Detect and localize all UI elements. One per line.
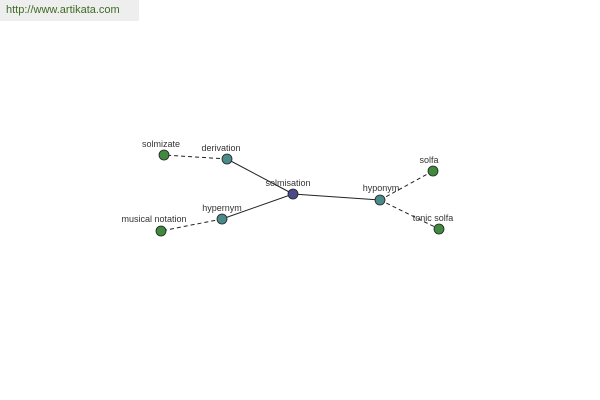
node-label-solmisation[interactable]: solmisation — [265, 178, 310, 188]
node-musical-notation[interactable] — [155, 225, 167, 237]
node-label-derivation[interactable]: derivation — [201, 143, 240, 153]
edge-hyponym-tonic-solfa — [379, 199, 440, 230]
node-solmisation[interactable] — [287, 188, 299, 200]
edges-layer — [160, 154, 440, 232]
labels-layer: solmisation derivation hypernym hyponym solm… — [121, 139, 453, 224]
node-solmizate[interactable] — [158, 149, 170, 161]
edge-hyponym-solfa — [379, 170, 434, 201]
node-solfa[interactable] — [427, 165, 439, 177]
node-label-solmizate[interactable]: solmizate — [142, 139, 180, 149]
edge-derivation-solmizate — [163, 154, 228, 160]
node-label-musical-notation[interactable]: musical notation — [121, 214, 186, 224]
edge-solmisation-hyponym — [292, 193, 381, 201]
nodes-layer — [155, 149, 445, 237]
node-label-hypernym[interactable]: hypernym — [202, 203, 242, 213]
node-tonic-solfa[interactable] — [433, 223, 445, 235]
node-hypernym[interactable] — [216, 213, 228, 225]
edge-hypernym-musical-notation — [160, 218, 223, 232]
edge-solmisation-hypernym — [221, 193, 294, 220]
node-label-solfa[interactable]: solfa — [419, 155, 438, 165]
node-label-tonic-solfa[interactable]: tonic solfa — [413, 213, 454, 223]
node-label-hyponym[interactable]: hyponym — [363, 183, 400, 193]
edge-solmisation-derivation — [226, 158, 294, 195]
node-derivation[interactable] — [221, 153, 233, 165]
watermark-url[interactable]: http://www.artikata.com — [0, 0, 139, 21]
node-hyponym[interactable] — [374, 194, 386, 206]
